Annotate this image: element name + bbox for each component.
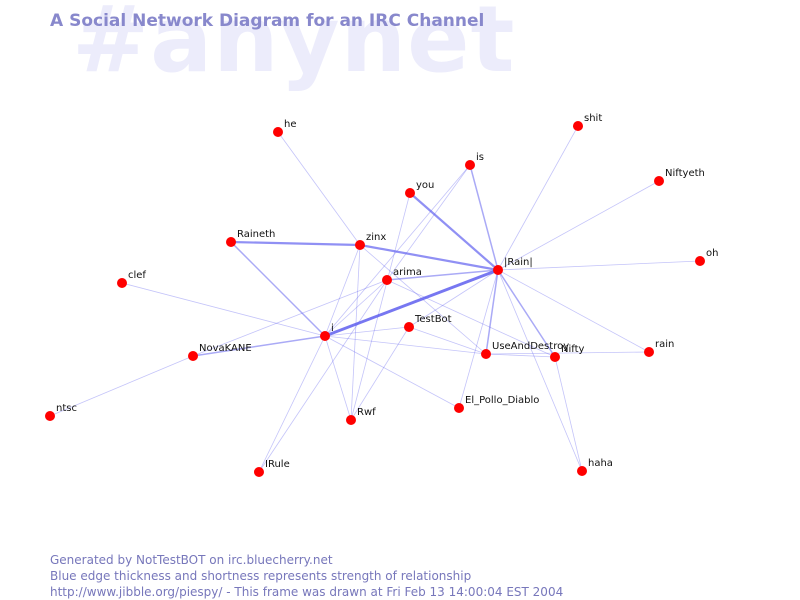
node-haha[interactable] [577,466,587,476]
edge-rain-arima [386,269,499,281]
node-label-raineth: Raineth [237,229,275,240]
node-label-zinx: zinx [366,232,386,243]
node-niftyeth[interactable] [654,176,664,186]
edge-rain-haha [497,269,583,472]
edge-useanddestroy-nifty [485,353,556,358]
footer-source-link[interactable]: http://www.jibble.org/piespy/ - This fra… [50,585,564,599]
edge-zinx-i [324,244,361,337]
edge-i-el_pollo_diablo [324,335,460,409]
node-label-arima: arima [393,267,422,278]
node-label-rain: rain [655,339,674,350]
edge-he-zinx [277,131,361,246]
node-arima[interactable] [382,275,392,285]
node-label-clef: clef [128,270,146,281]
edge-rain-rain [497,269,650,353]
edge-rain-i [324,268,499,338]
node-label-i: i [331,323,334,334]
edge-clef-i [121,282,326,337]
edge-raineth-i [230,241,326,337]
edge-rain-testbot [408,269,499,328]
node-rain[interactable] [644,347,654,357]
node-label-testbot: TestBot [414,314,452,325]
footer-generated-by: Generated by NotTestBOT on irc.bluecherr… [50,553,333,567]
edge-testbot-useanddestroy [408,326,487,355]
node-label-useanddestroy: UseAndDestroy [492,341,569,352]
node-label-haha: haha [588,458,613,469]
node-irule[interactable] [254,467,264,477]
node-label-you: you [416,180,434,191]
node-rwf[interactable] [346,415,356,425]
edge-novakane-ntsc [49,355,194,417]
node-label-rain: |Rain| [504,257,533,268]
edge-you-rwf [350,192,411,421]
edge-i-rwf [324,335,352,421]
node-you[interactable] [405,188,415,198]
edge-i-useanddestroy [324,335,487,355]
edge-niftyeth-rain [497,180,660,271]
channel-watermark: #anynet [72,0,516,93]
footer-legend-note: Blue edge thickness and shortness repres… [50,569,472,583]
edge-rain-nifty [497,269,556,358]
edge-rain-useanddestroy [485,269,499,355]
node-novakane[interactable] [188,351,198,361]
node-he[interactable] [273,127,283,137]
node-label-nifty: Nifty [561,344,585,355]
node-label-ntsc: ntsc [56,403,77,414]
node-label-shit: shit [584,113,602,124]
edge-arima-irule [258,279,388,473]
node-useanddestroy[interactable] [481,349,491,359]
page-title: A Social Network Diagram for an IRC Chan… [50,11,485,31]
node-label-he: he [284,119,297,130]
nodes-layer [45,121,705,477]
edge-oh-rain [497,260,701,271]
node-shit[interactable] [573,121,583,131]
edge-arima-novakane [192,279,388,357]
edge-you-rain [409,192,499,271]
edge-arima-i [324,279,388,337]
edge-rain-el_pollo_diablo [458,269,499,409]
edge-useanddestroy-rain [485,351,650,355]
edge-arima-nifty [386,279,556,358]
node-raineth[interactable] [226,237,236,247]
edge-is-i [324,164,471,337]
edge-is-arima [386,164,471,281]
edge-zinx-rain [359,243,499,272]
edge-shit-rain [497,125,579,271]
node-nifty[interactable] [550,352,560,362]
node-oh[interactable] [695,256,705,266]
node-rain[interactable] [493,265,503,275]
node-ntsc[interactable] [45,411,55,421]
node-testbot[interactable] [404,322,414,332]
node-label-el-pollo-diablo: El_Pollo_Diablo [465,395,539,406]
edge-testbot-rwf [350,326,410,421]
edge-nifty-haha [554,356,583,472]
node-label-irule: IRule [265,459,290,470]
node-label-oh: oh [706,248,718,259]
edge-zinx-rwf [350,244,361,421]
edge-i-irule [258,335,326,473]
node-el-pollo-diablo[interactable] [454,403,464,413]
edge-raineth-zinx [230,240,361,247]
node-label-is: is [476,152,484,163]
node-label-niftyeth: Niftyeth [665,168,705,179]
node-is[interactable] [465,160,475,170]
node-i[interactable] [320,331,330,341]
edge-i-novakane [192,335,326,357]
node-clef[interactable] [117,278,127,288]
node-label-rwf: Rwf [357,407,376,418]
node-zinx[interactable] [355,240,365,250]
edge-is-rain [469,164,499,271]
node-label-novakane: NovaKANE [199,343,252,354]
edges-layer [49,125,701,473]
edge-testbot-i [324,326,410,337]
